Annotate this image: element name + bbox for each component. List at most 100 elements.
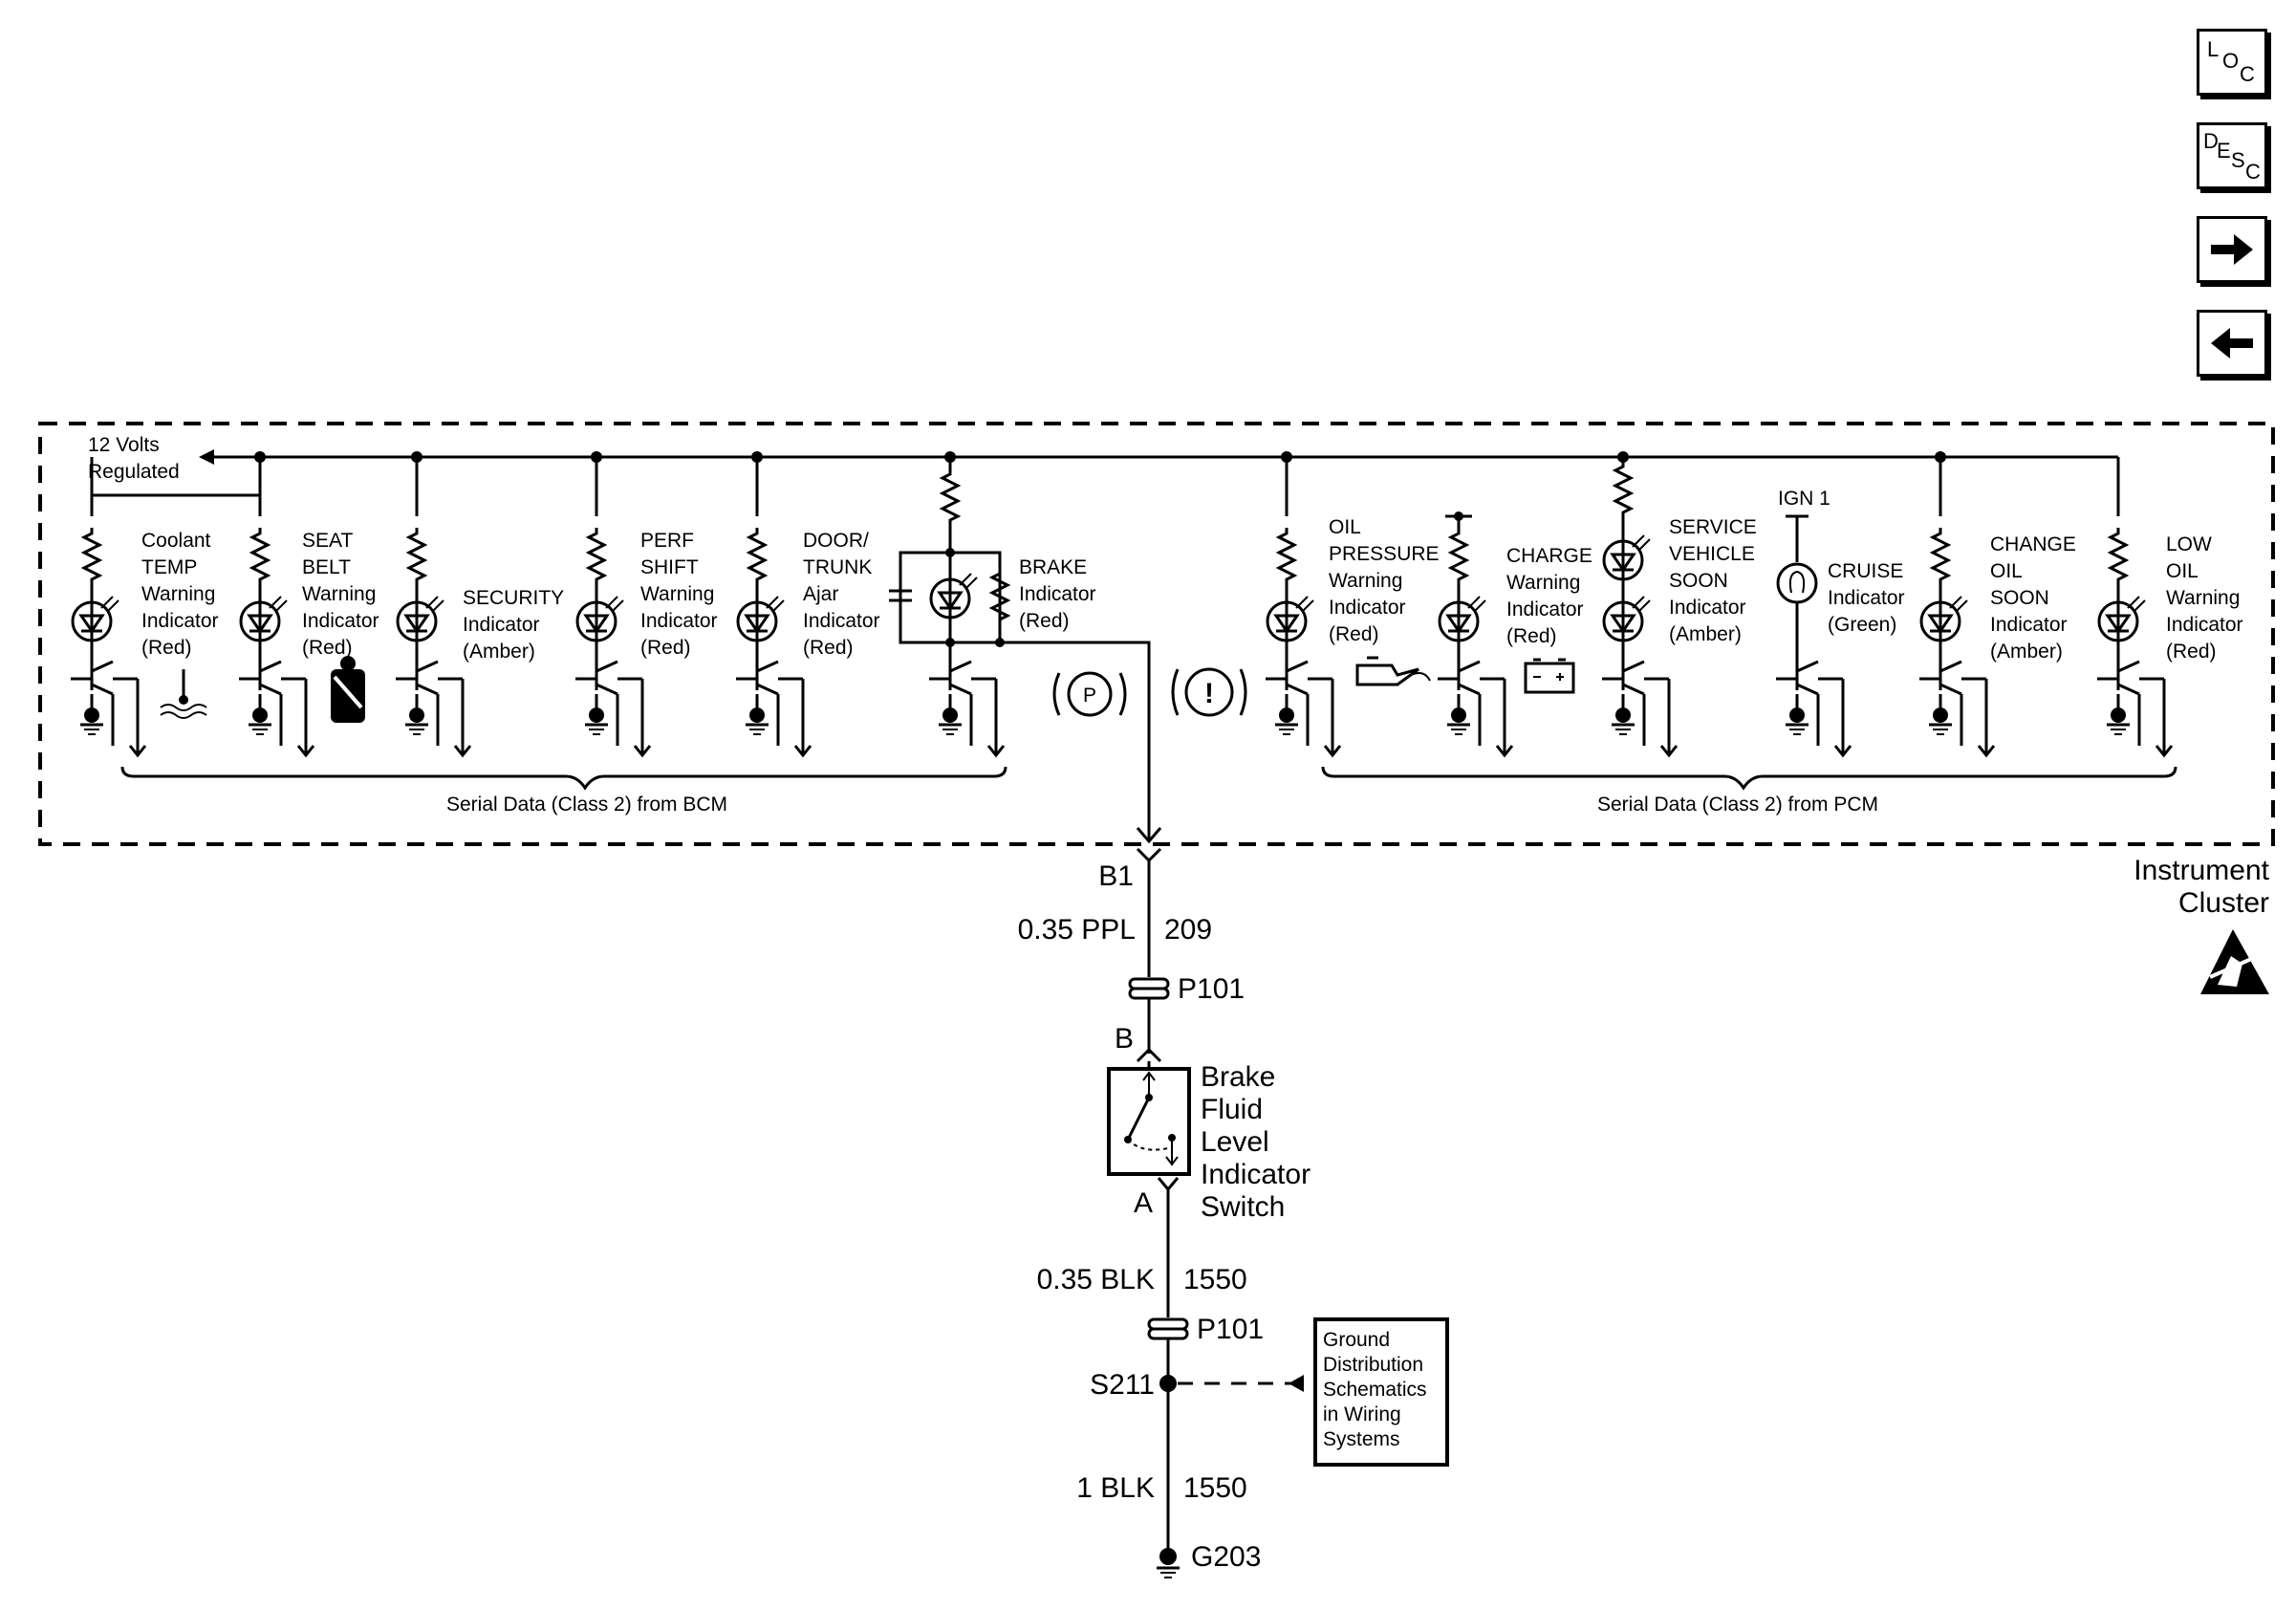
indicator-label: DOOR/ bbox=[803, 530, 869, 552]
indicator-label: (Amber) bbox=[1990, 641, 2063, 663]
led-icon bbox=[736, 595, 786, 642]
indicator-label: TEMP bbox=[141, 556, 197, 578]
led-icon bbox=[929, 572, 979, 620]
indicator-label: Indicator bbox=[1506, 598, 1584, 620]
g203-ground-icon bbox=[1157, 1548, 1180, 1578]
ground-ref-line2: Distribution bbox=[1323, 1354, 1423, 1376]
wire2-circuit: 1550 bbox=[1183, 1264, 1247, 1295]
supply-label-line2: Regulated bbox=[88, 461, 180, 483]
indicator-label: VEHICLE bbox=[1669, 543, 1755, 565]
ground-icon bbox=[937, 692, 964, 736]
description-button[interactable]: D E S C bbox=[2197, 122, 2267, 189]
indicator-label: OIL bbox=[2166, 560, 2199, 582]
indicator-label: SEAT bbox=[302, 530, 353, 552]
ground-icon bbox=[247, 692, 273, 736]
arrow-right-icon bbox=[2211, 234, 2253, 265]
bcm-bus-bracket bbox=[120, 766, 1007, 791]
indicator-label: BELT bbox=[302, 556, 351, 578]
instrument-cluster-label-line1: Instrument bbox=[2134, 855, 2269, 886]
indicator-label: Warning bbox=[1506, 572, 1580, 594]
indicator-label: Ajar bbox=[803, 583, 838, 605]
indicator-label: SECURITY bbox=[463, 587, 564, 609]
indicator-label: Indicator bbox=[2166, 614, 2243, 636]
ground-icon bbox=[744, 692, 770, 736]
battery-icon bbox=[1524, 662, 1575, 694]
indicator-label: TRUNK bbox=[803, 556, 872, 578]
brake-warning-icon: ! bbox=[1171, 667, 1247, 717]
led-icon bbox=[1602, 595, 1652, 642]
led-icon bbox=[1602, 533, 1652, 581]
led-icon bbox=[239, 595, 289, 642]
bcm-bus-label: Serial Data (Class 2) from BCM bbox=[446, 794, 727, 816]
ground-ref-line5: Systems bbox=[1323, 1428, 1400, 1450]
indicator-label: Indicator bbox=[1669, 597, 1746, 619]
previous-button[interactable] bbox=[2197, 310, 2267, 377]
switch-label-line1: Brake bbox=[1201, 1061, 1275, 1093]
led-icon bbox=[71, 595, 120, 642]
location-button[interactable]: L O C bbox=[2197, 29, 2267, 96]
indicator-label: CHARGE bbox=[1506, 545, 1592, 567]
indicator-label: CHANGE bbox=[1990, 533, 2076, 555]
ground-icon bbox=[78, 692, 105, 736]
wire2-gauge: 0.35 BLK bbox=[1037, 1264, 1155, 1295]
loc-l: L bbox=[2207, 37, 2220, 61]
ground-icon bbox=[1927, 692, 1954, 736]
next-button[interactable] bbox=[2197, 216, 2267, 283]
indicator-label: (Amber) bbox=[1669, 623, 1742, 645]
wire1-circuit: 209 bbox=[1164, 914, 1212, 946]
led-icon bbox=[575, 595, 625, 642]
ground-icon bbox=[403, 692, 430, 736]
indicator-label: (Red) bbox=[1019, 610, 1070, 632]
oil-can-icon bbox=[1355, 664, 1419, 686]
ground-icon bbox=[2105, 692, 2132, 736]
indicator-channels: CoolantTEMPWarningIndicator(Red)SEATBELT… bbox=[69, 451, 2243, 758]
p101-bottom-connector-icon bbox=[1147, 1317, 1189, 1340]
arrow-left-icon bbox=[2211, 328, 2253, 359]
indicator-label: Warning bbox=[302, 583, 376, 605]
led-icon bbox=[396, 595, 445, 642]
indicator-label: Indicator bbox=[1828, 587, 1905, 609]
indicator-label: BRAKE bbox=[1019, 556, 1087, 578]
supply-label-line1: 12 Volts bbox=[88, 434, 160, 456]
p101-top-label: P101 bbox=[1178, 973, 1245, 1005]
park-brake-icon: P bbox=[1052, 671, 1127, 717]
p101-top-connector-icon bbox=[1128, 977, 1170, 1000]
indicator-symbols bbox=[160, 656, 1575, 723]
switch-label-line3: Level bbox=[1201, 1126, 1269, 1158]
instrument-cluster-boundary bbox=[38, 422, 2275, 846]
indicator-label: (Red) bbox=[2166, 641, 2217, 663]
indicator-label: Coolant bbox=[141, 530, 211, 552]
ground-reference-box bbox=[1313, 1317, 1449, 1467]
indicator-label: Warning bbox=[1329, 570, 1402, 592]
ground-label: G203 bbox=[1191, 1541, 1261, 1573]
indicator-label: CRUISE bbox=[1828, 560, 1903, 582]
indicator-label: (Green) bbox=[1828, 614, 1896, 636]
wire3-gauge: 1 BLK bbox=[1076, 1472, 1155, 1504]
ground-ref-line3: Schematics bbox=[1323, 1379, 1427, 1401]
supply-arrow-icon bbox=[199, 449, 214, 465]
pcm-bus-bracket bbox=[1321, 766, 2177, 791]
indicator-label: OIL bbox=[1329, 516, 1361, 538]
switch-label-line5: Switch bbox=[1201, 1191, 1285, 1223]
instrument-cluster-label-line2: Cluster bbox=[2178, 887, 2269, 919]
indicator-label: SERVICE bbox=[1669, 516, 1757, 538]
brake-feed-wire bbox=[1001, 641, 1151, 841]
indicator-label: PRESSURE bbox=[1329, 543, 1440, 565]
indicator-label: PERF bbox=[640, 530, 694, 552]
ground-icon bbox=[1445, 692, 1472, 736]
indicator-label: OIL bbox=[1990, 560, 2023, 582]
desc-d: D bbox=[2203, 129, 2219, 153]
ground-icon bbox=[1784, 692, 1810, 736]
indicator-label: (Red) bbox=[302, 637, 353, 659]
indicator-label: SOON bbox=[1990, 587, 2049, 609]
